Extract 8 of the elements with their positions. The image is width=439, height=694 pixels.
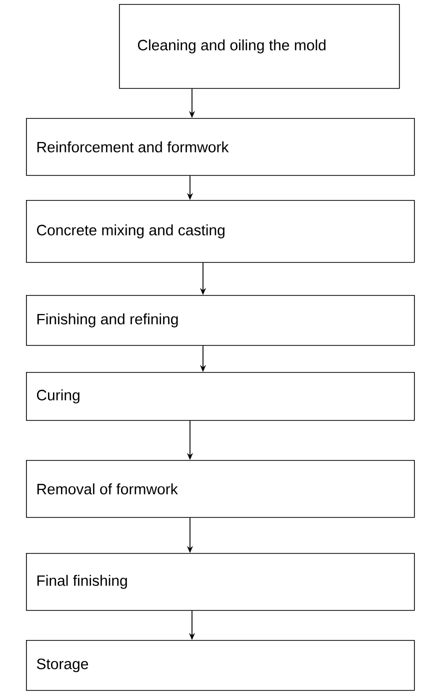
- process-box: Curing: [26, 372, 415, 421]
- process-box: Cleaning and oiling the mold: [119, 4, 400, 89]
- process-box: Final finishing: [26, 553, 415, 611]
- process-box: Removal of formwork: [26, 460, 415, 518]
- process-box: Reinforcement and formwork: [26, 118, 415, 176]
- process-box: Storage: [26, 640, 415, 691]
- process-box: Finishing and refining: [26, 295, 415, 346]
- process-box: Concrete mixing and casting: [26, 200, 415, 263]
